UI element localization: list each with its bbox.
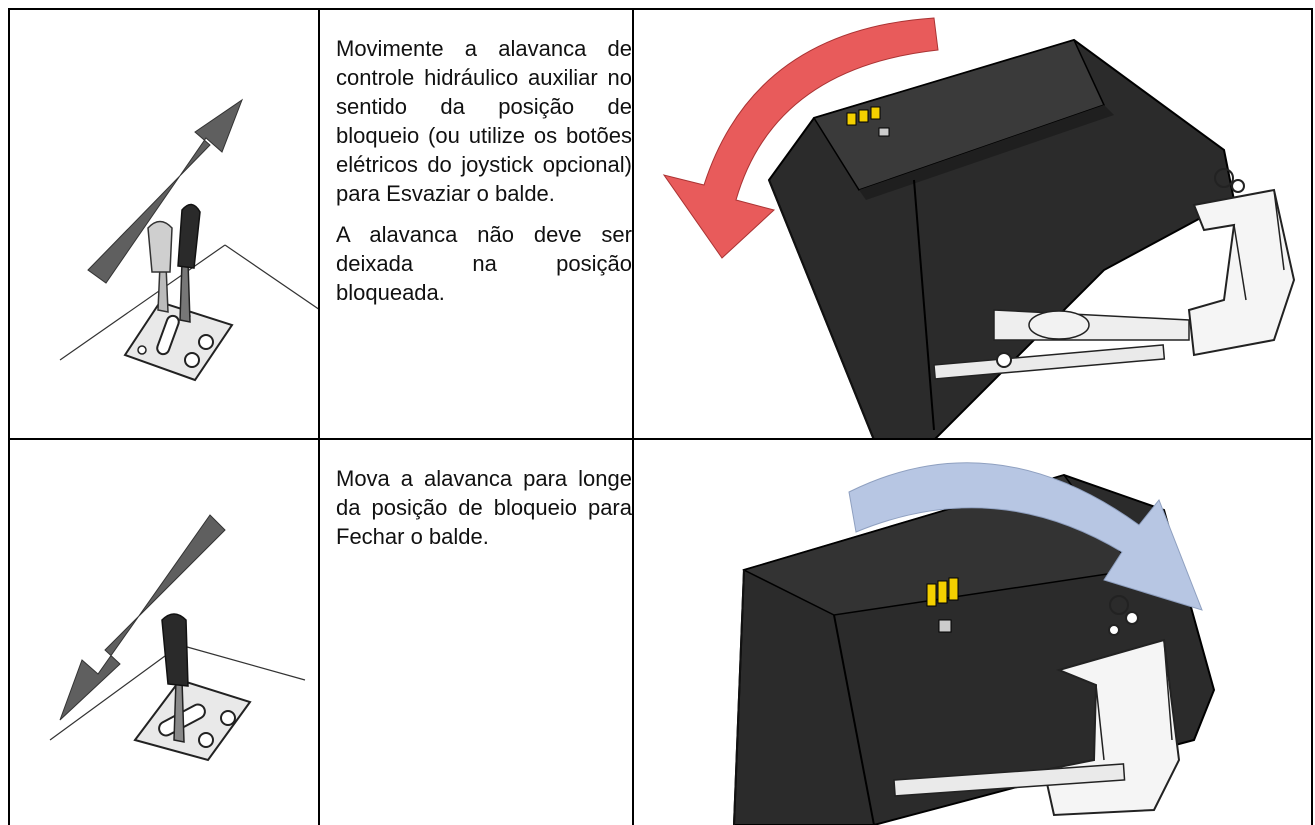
row2-paragraph-1: Mova a alavanca para longe da posição de… [336,466,632,549]
table-col-divider-1 [318,8,320,825]
row1-bucket-illustration [634,10,1311,438]
row2-lever-illustration [10,440,318,825]
instruction-table: Movimente a alavanca de controle hidrául… [8,8,1313,825]
table-border-top [8,8,1313,10]
row1-lever-illustration [10,10,318,438]
table-border-left [8,8,10,825]
table-border-right [1311,8,1313,825]
row1-paragraph-2: A alavanca não deve ser deixada na posiç… [336,222,632,305]
table-row-divider [8,438,1313,440]
row1-paragraph-1: Movimente a alavanca de controle hidrául… [336,36,632,206]
table-col-divider-2 [632,8,634,825]
row1-instruction-text: Movimente a alavanca de controle hidrául… [336,34,632,319]
row2-bucket-illustration [634,440,1311,825]
row2-instruction-text: Mova a alavanca para longe da posição de… [336,464,632,563]
